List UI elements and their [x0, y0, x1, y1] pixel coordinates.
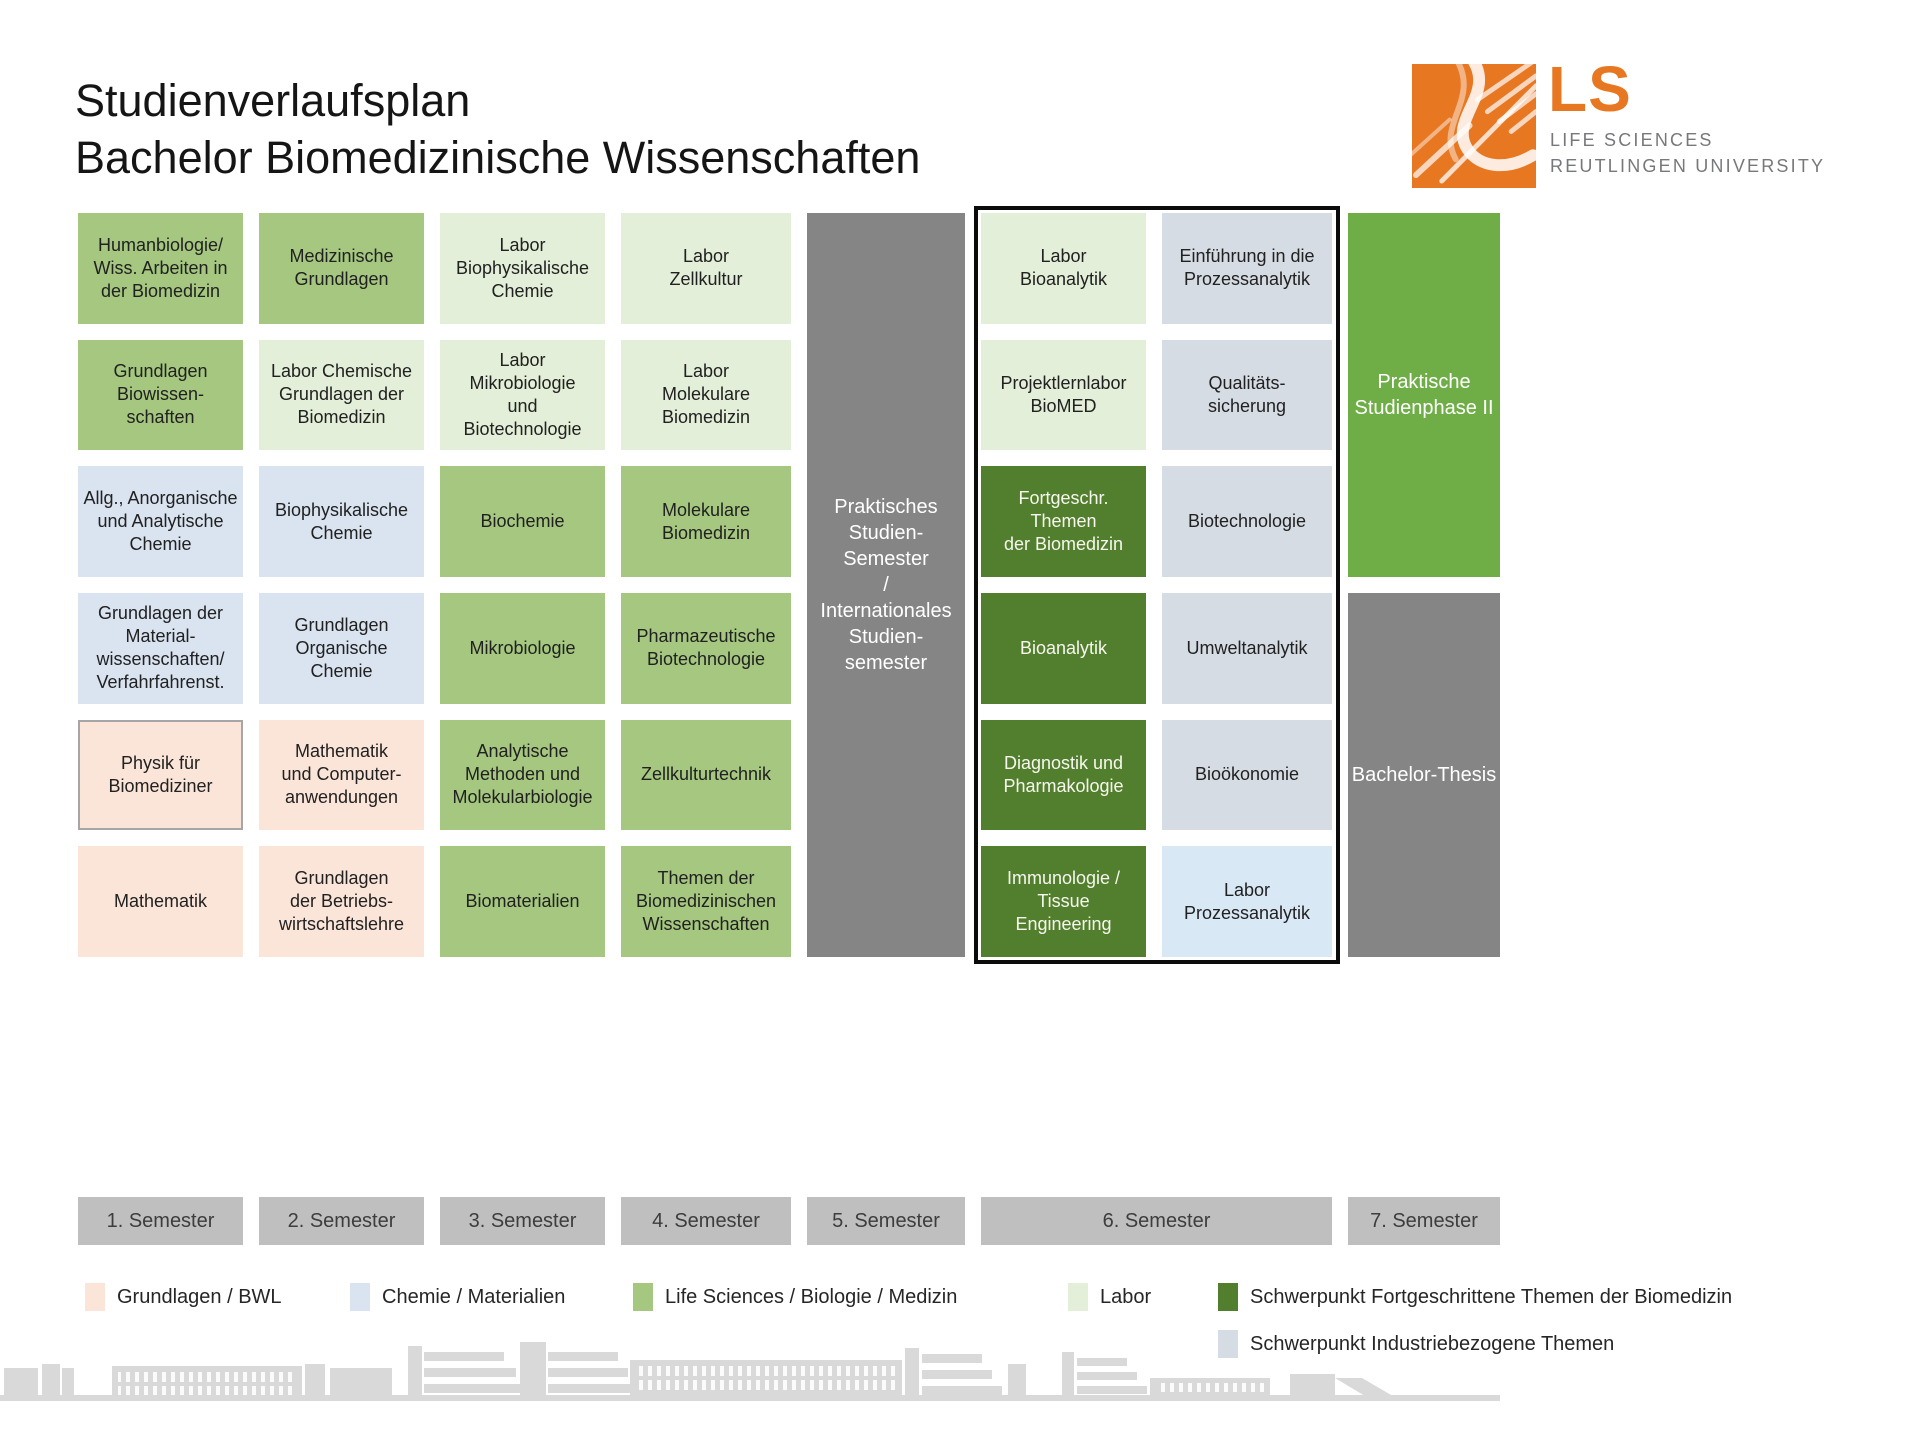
course-box: Biophysikalische Chemie [259, 466, 424, 577]
course-box: Umweltanalytik [1162, 592, 1332, 704]
legend-label: Labor [1100, 1285, 1152, 1308]
course-box: Labor Zellkultur [621, 213, 791, 324]
course-box: Labor Bioanalytik [981, 213, 1146, 324]
course-box-bachelor-thesis: Bachelor-Thesis [1348, 592, 1500, 957]
legend-swatch-schwerpunkt-industrie [1218, 1330, 1238, 1358]
course-box: Molekulare Biomedizin [621, 466, 791, 577]
course-box: Themen der Biomedizinischen Wissenschaft… [621, 846, 791, 957]
legend-swatch-grundlagen [85, 1283, 105, 1311]
course-box: Mathematik und Computer- anwendungen [259, 719, 424, 831]
course-box: Fortgeschr. Themen der Biomedizin [981, 466, 1146, 577]
course-box: Diagnostik und Pharmakologie [981, 719, 1146, 831]
course-box: Labor Biophysikalische Chemie [440, 213, 605, 324]
course-box: Grundlagen der Betriebs- wirtschaftslehr… [259, 846, 424, 957]
campus-skyline-graphic [0, 1342, 1500, 1401]
semester-label-3: 3. Semester [440, 1197, 605, 1245]
course-box: Projektlernlabor BioMED [981, 339, 1146, 451]
course-box: Analytische Methoden und Molekularbiolog… [440, 719, 605, 831]
page-title-line2: Bachelor Biomedizinische Wissenschaften [75, 132, 921, 183]
legend-item-life-sciences: Life Sciences / Biologie / Medizin [633, 1283, 957, 1311]
legend-label: Chemie / Materialien [382, 1285, 566, 1308]
course-box: Grundlagen Organische Chemie [259, 592, 424, 704]
logo-line-life-sciences: LIFE SCIENCES [1550, 130, 1714, 150]
course-box: Biotechnologie [1162, 466, 1332, 577]
logo-line-university: REUTLINGEN UNIVERSITY [1550, 156, 1826, 176]
course-box: Mikrobiologie [440, 592, 605, 704]
course-box: Labor Prozessanalytik [1162, 846, 1332, 957]
semester-label-2: 2. Semester [259, 1197, 424, 1245]
legend-swatch-life-sciences [633, 1283, 653, 1311]
semester-label-6: 6. Semester [981, 1197, 1332, 1245]
semester-label-7: 7. Semester [1348, 1197, 1500, 1245]
legend-label: Schwerpunkt Industriebezogene Themen [1250, 1332, 1615, 1355]
course-box: Grundlagen Biowissen- schaften [78, 339, 243, 451]
legend-item-schwerpunkt-industrie: Schwerpunkt Industriebezogene Themen [1218, 1330, 1614, 1358]
university-logo: LS LIFE SCIENCES REUTLINGEN UNIVERSITY [1412, 53, 1882, 194]
course-box: Bioökonomie [1162, 719, 1332, 831]
course-box: Labor Mikrobiologie und Biotechnologie [440, 339, 605, 451]
legend-swatch-chemie [350, 1283, 370, 1311]
page-title-line1: Studienverlaufsplan [75, 75, 471, 126]
course-box-practical-phase-2: Praktische Studienphase II [1348, 213, 1500, 577]
legend-item-schwerpunkt-fortgeschritten: Schwerpunkt Fortgeschrittene Themen der … [1218, 1283, 1732, 1311]
semester-label-4: 4. Semester [621, 1197, 791, 1245]
course-box: Allg., Anorganische und Analytische Chem… [78, 466, 243, 577]
page-title: Studienverlaufsplan Bachelor Biomedizini… [75, 72, 920, 186]
course-box: Bioanalytik [981, 592, 1146, 704]
semester-label-5: 5. Semester [807, 1197, 965, 1245]
legend-swatch-labor [1068, 1283, 1088, 1311]
legend-label: Grundlagen / BWL [117, 1285, 282, 1308]
course-box: Immunologie / Tissue Engineering [981, 846, 1146, 957]
course-box: Labor Chemische Grundlagen der Biomedizi… [259, 339, 424, 451]
course-box: Pharmazeutische Biotechnologie [621, 592, 791, 704]
course-box: Medizinische Grundlagen [259, 213, 424, 324]
course-box: Biochemie [440, 466, 605, 577]
legend-item-chemie: Chemie / Materialien [350, 1283, 565, 1311]
legend-label: Life Sciences / Biologie / Medizin [665, 1285, 958, 1308]
legend-swatch-schwerpunkt-fortgeschritten [1218, 1283, 1238, 1311]
life-sciences-leaf-icon [1412, 64, 1536, 188]
logo-abbreviation: LS [1548, 53, 1632, 125]
course-box: Qualitäts- sicherung [1162, 339, 1332, 451]
course-box: Grundlagen der Material- wissenschaften/… [78, 592, 243, 704]
course-box: Mathematik [78, 846, 243, 957]
semester-label-1: 1. Semester [78, 1197, 243, 1245]
legend-item-grundlagen: Grundlagen / BWL [85, 1283, 282, 1311]
course-grid: Humanbiologie/ Wiss. Arbeiten in der Bio… [78, 213, 1502, 957]
course-box: Einführung in die Prozessanalytik [1162, 213, 1332, 324]
course-box: Zellkulturtechnik [621, 719, 791, 831]
course-box: Biomaterialien [440, 846, 605, 957]
course-box-practical-semester: Praktisches Studien- Semester / Internat… [807, 213, 965, 957]
course-box: Labor Molekulare Biomedizin [621, 339, 791, 451]
legend-item-labor: Labor [1068, 1283, 1151, 1311]
course-box: Humanbiologie/ Wiss. Arbeiten in der Bio… [78, 213, 243, 324]
course-box: Physik für Biomediziner [78, 719, 243, 831]
legend-label: Schwerpunkt Fortgeschrittene Themen der … [1250, 1285, 1733, 1308]
